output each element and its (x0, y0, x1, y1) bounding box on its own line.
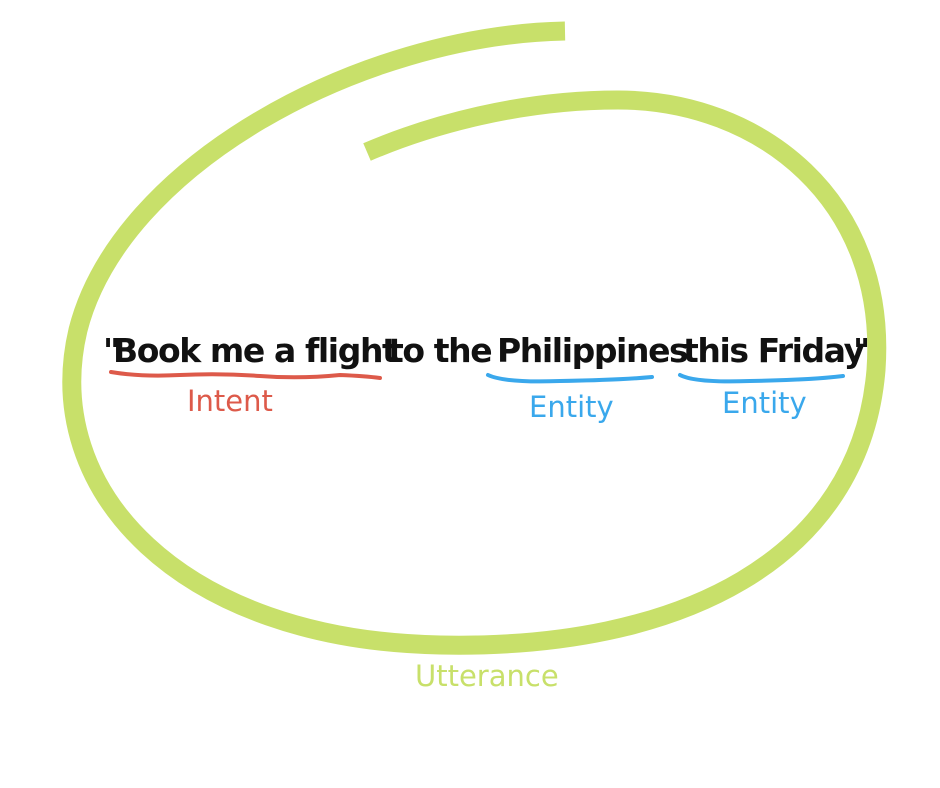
entity-phrase-philippines: Philippines (497, 331, 689, 370)
entity-phrase-friday: this Friday (683, 331, 865, 370)
entity-underline-philippines (486, 373, 654, 384)
open-quote: " (103, 331, 120, 370)
connector-phrase: to the (388, 331, 493, 370)
intent-underline (109, 370, 382, 380)
entity-label-friday: Entity (722, 386, 807, 420)
intent-phrase: Book me a flight (113, 331, 398, 370)
entity-label-philippines: Entity (529, 390, 614, 424)
entity-underline-friday (678, 373, 845, 384)
utterance-label: Utterance (415, 659, 559, 693)
utterance-loop (62, 21, 887, 655)
close-quote: " (853, 331, 870, 370)
intent-label: Intent (187, 384, 273, 418)
